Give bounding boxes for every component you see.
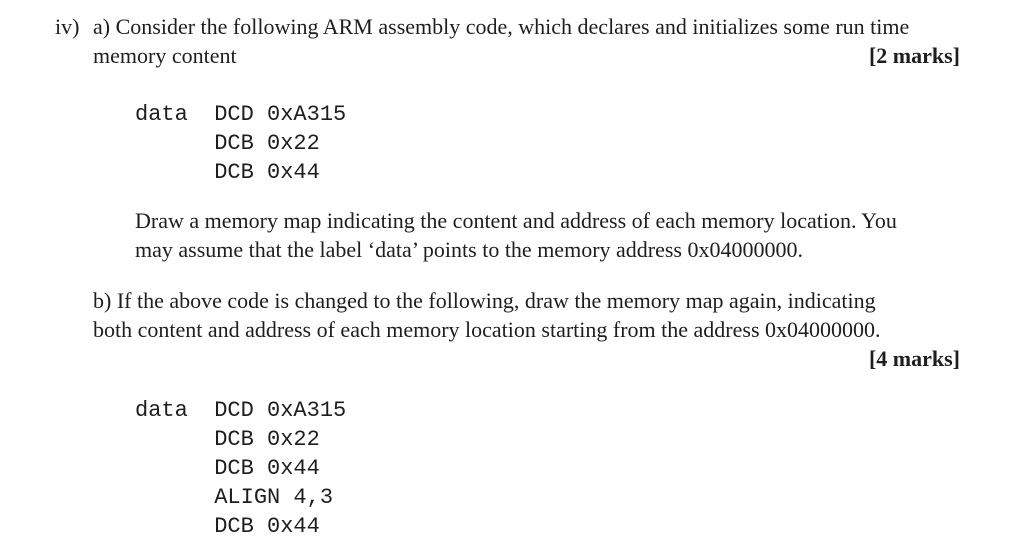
question-item-label: iv) — [55, 14, 80, 39]
part-b-code-line: DCB 0x44 — [135, 514, 320, 539]
part-b-marks-badge: [4 marks] — [868, 346, 960, 371]
part-a-instruction-paragraph: Draw a memory map indicating the content… — [135, 206, 897, 264]
part-a-code-block: data DCD 0xA315 DCB 0x22 DCB 0x44 — [135, 100, 346, 187]
part-a-intro-line-2: memory content — [93, 43, 237, 68]
part-a-instruction-line-2: may assume that the label ‘data’ points … — [135, 237, 803, 262]
part-a-code-line: DCB 0x22 — [135, 131, 320, 156]
part-b-code-line: data DCD 0xA315 — [135, 398, 347, 423]
part-a-intro-line-1: a) Consider the following ARM assembly c… — [93, 14, 910, 39]
part-a-code-line: data DCD 0xA315 — [135, 102, 347, 127]
part-b-code-block: data DCD 0xA315 DCB 0x22 DCB 0x44 ALIGN … — [135, 396, 346, 541]
part-b-code-line: ALIGN 4,3 — [135, 485, 334, 510]
part-a-code-line: DCB 0x44 — [135, 160, 320, 185]
part-a-instruction-line-1: Draw a memory map indicating the content… — [135, 208, 897, 233]
part-b-marks-row: [4 marks] — [93, 344, 960, 373]
part-b-code-line: DCB 0x44 — [135, 456, 320, 481]
part-a-intro-line-2-row: memory content [2 marks] — [93, 41, 960, 70]
part-b-intro-paragraph: b) If the above code is changed to the f… — [93, 286, 960, 373]
part-b-intro-line-1: b) If the above code is changed to the f… — [93, 288, 876, 313]
part-b-code-line: DCB 0x22 — [135, 427, 320, 452]
part-a-intro-paragraph: a) Consider the following ARM assembly c… — [93, 12, 960, 70]
part-b-intro-line-2: both content and address of each memory … — [93, 317, 881, 342]
part-a-marks-badge: [2 marks] — [868, 43, 960, 68]
